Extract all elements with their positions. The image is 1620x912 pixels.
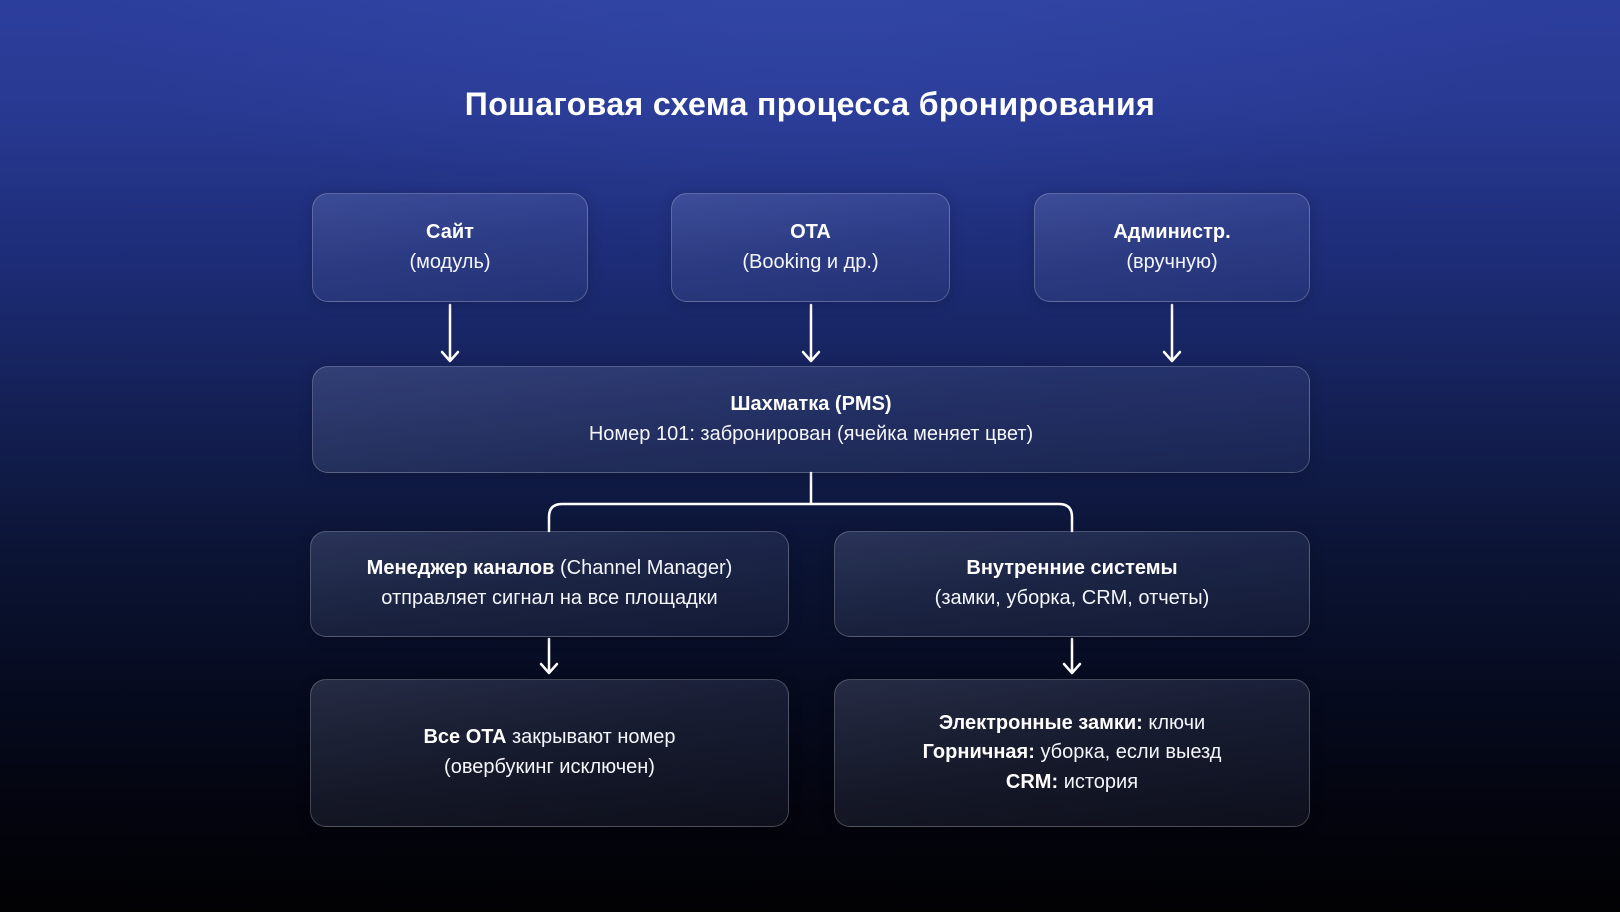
node-all-ota-subtitle: (овербукинг исключен) bbox=[444, 756, 655, 778]
node-internal-systems-title: Внутренние системы bbox=[966, 557, 1178, 580]
page-title: Пошаговая схема процесса бронирования bbox=[464, 86, 1156, 122]
node-admin-title: Администр. bbox=[1113, 220, 1231, 243]
node-outputs-line-crm: CRM: история bbox=[1005, 770, 1139, 793]
node-channel-manager-title: Менеджер каналов (Channel Manager) bbox=[366, 557, 733, 580]
node-ota-title: OTA bbox=[790, 220, 831, 243]
node-all-ota-title: Все OTA закрывают номер bbox=[423, 726, 676, 749]
branch-pms-split bbox=[547, 471, 1074, 533]
node-admin: Администр. (вручную) bbox=[1034, 193, 1310, 302]
arrow-admin-to-pms bbox=[1162, 303, 1182, 363]
node-internal-systems: Внутренние системы (замки, уборка, CRM, … bbox=[834, 531, 1310, 637]
arrow-internal-systems-to-outputs bbox=[1062, 637, 1082, 675]
node-outputs-line-maid: Горничная: уборка, если выезд bbox=[922, 741, 1222, 764]
node-ota: OTA (Booking и др.) bbox=[671, 193, 950, 302]
node-pms: Шахматка (PMS) Номер 101: забронирован (… bbox=[312, 366, 1310, 473]
node-pms-subtitle: Номер 101: забронирован (ячейка меняет ц… bbox=[588, 422, 1034, 445]
node-outputs-line-locks: Электронные замки: ключи bbox=[938, 711, 1206, 734]
node-admin-subtitle: (вручную) bbox=[1126, 250, 1218, 273]
arrow-site-to-pms bbox=[440, 303, 460, 363]
node-channel-manager-subtitle: отправляет сигнал на все площадки bbox=[381, 587, 718, 609]
node-outputs: Электронные замки: ключи Горничная: убор… bbox=[834, 679, 1310, 827]
node-pms-title: Шахматка (PMS) bbox=[730, 392, 892, 415]
node-site-subtitle: (модуль) bbox=[409, 250, 491, 273]
node-ota-subtitle: (Booking и др.) bbox=[742, 250, 879, 273]
node-site-title: Сайт bbox=[426, 220, 474, 243]
node-all-ota: Все OTA закрывают номер (овербукинг искл… bbox=[310, 679, 789, 827]
arrow-ota-to-pms bbox=[801, 303, 821, 363]
arrow-channel-manager-to-all-ota bbox=[539, 637, 559, 675]
node-internal-systems-subtitle: (замки, уборка, CRM, отчеты) bbox=[934, 587, 1210, 609]
node-site: Сайт (модуль) bbox=[312, 193, 588, 302]
node-channel-manager: Менеджер каналов (Channel Manager) отпра… bbox=[310, 531, 789, 637]
